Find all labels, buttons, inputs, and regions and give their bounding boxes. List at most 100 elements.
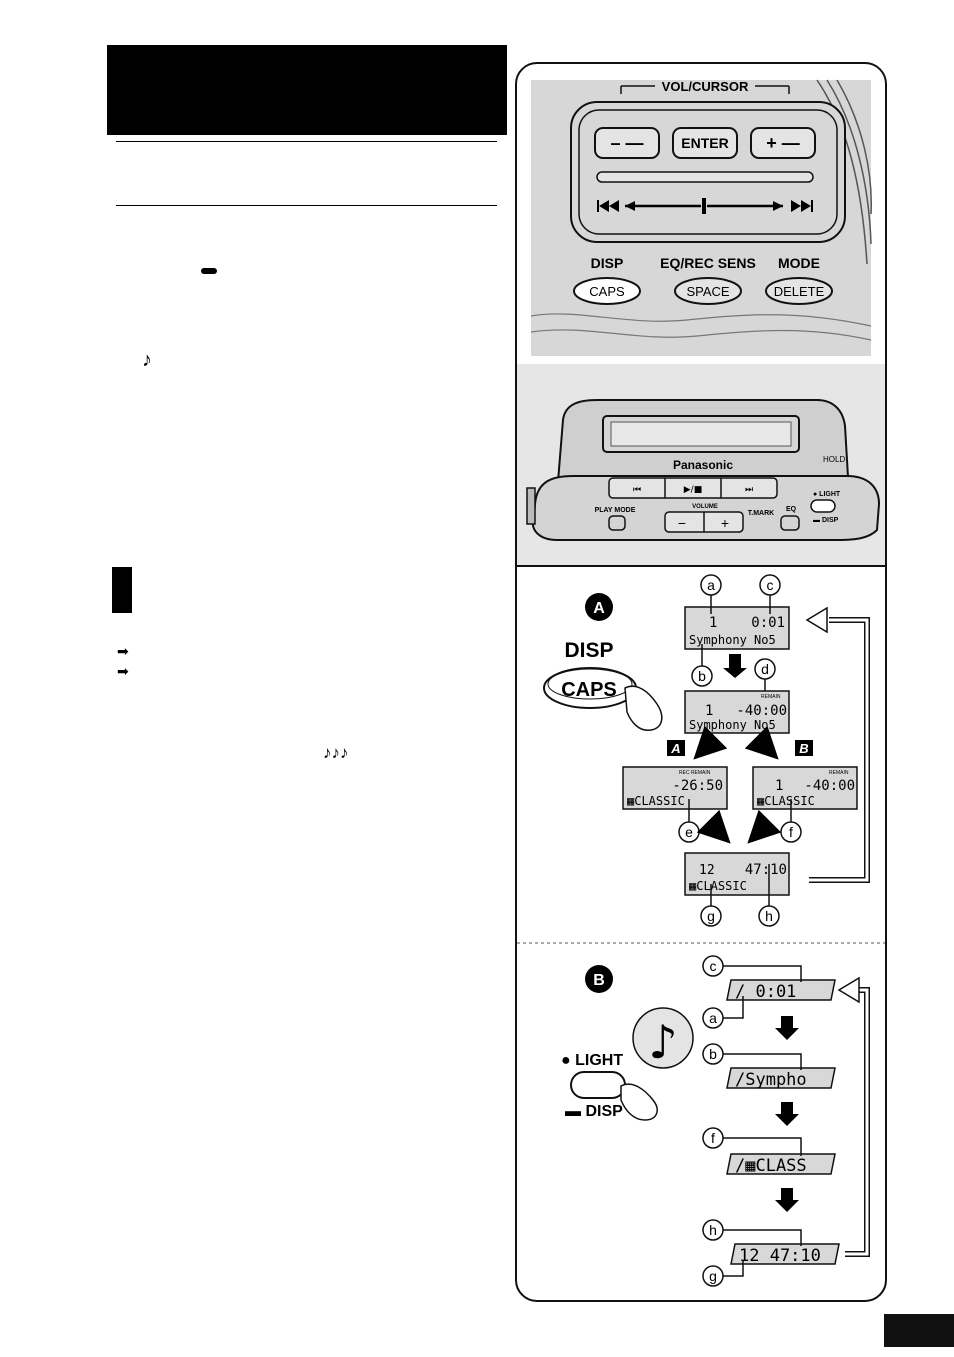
callout-e: e [685, 824, 693, 840]
callout-d: d [761, 661, 769, 677]
lcd-a2-track: 1 [705, 703, 713, 719]
space-button[interactable] [674, 277, 742, 305]
lcd-a2-remain: REMAIN [761, 694, 781, 700]
svg-text:−: − [678, 515, 686, 531]
callout-h: h [765, 908, 773, 924]
bottom-rule [116, 205, 497, 206]
caps-button[interactable] [573, 277, 641, 305]
player-illustration: Panasonic HOLD ⏮ ▶/■ ⏭ PLAY MODE VOLUME … [517, 364, 885, 566]
callout-b-b: b [709, 1046, 717, 1062]
lcd-a3-title: ▦CLASSIC [627, 794, 685, 808]
illustration-svg: VOL/CURSOR – — ENTER + — DISP EQ/REC SEN… [517, 79, 885, 1287]
lcd-a4-remain: REMAIN [829, 770, 849, 776]
dash-symbol [201, 268, 217, 274]
callout-a: a [707, 577, 715, 593]
sound-note-icon: ♪ [648, 1015, 677, 1069]
lcd-a1-title: Symphony No5 [689, 633, 776, 647]
lcd-a4-time: -40:00 [804, 778, 855, 794]
arrow-icon-2: ➡ [117, 663, 129, 679]
enter-button[interactable] [672, 127, 738, 159]
branch-b-badge: B [799, 741, 808, 756]
svg-text:+: + [721, 515, 729, 531]
mode-label: MODE [778, 255, 820, 271]
section-b-disp-label: ▬ DISP [565, 1103, 623, 1120]
t-mark-label: T.MARK [748, 510, 774, 517]
callout-b-g: g [709, 1268, 717, 1284]
pressing-finger-icon [624, 685, 663, 731]
play-mode-button[interactable] [608, 515, 626, 531]
skip-slider[interactable] [597, 198, 813, 214]
lcd-a2-title: Symphony No5 [689, 718, 776, 732]
space-button-label: SPACE [686, 284, 729, 299]
minus-button[interactable] [594, 127, 660, 159]
section-a-diagram: A DISP CAPS 1 0:01 Symphony No5 a c b d … [543, 574, 870, 927]
lcd-a3-time: -26:50 [672, 778, 723, 794]
enter-button-label: ENTER [681, 135, 728, 151]
callout-g: g [707, 908, 715, 924]
section-b-light-label: ● LIGHT [561, 1052, 623, 1069]
svg-text:▶/■: ▶/■ [684, 485, 702, 495]
callout-b: b [698, 668, 706, 684]
disp-label: ▬ DISP [813, 517, 839, 524]
delete-button[interactable] [765, 277, 833, 305]
top-rule [116, 141, 497, 142]
eq-label: EQ [786, 506, 797, 513]
lcd-b4 [730, 1243, 840, 1265]
lcd-a3-rec-remain: REC REMAIN [679, 770, 711, 776]
illustration-panel: VOL/CURSOR – — ENTER + — DISP EQ/REC SEN… [515, 62, 887, 1302]
light-label: ● LIGHT [813, 491, 841, 498]
section-b-diagram: B ● LIGHT ▬ DISP ♪ / 0:01 /Sympho /▦CLAS… [561, 955, 870, 1287]
callout-b-h: h [709, 1222, 717, 1238]
arrow-icon-1: ➡ [117, 643, 129, 659]
hold-label: HOLD [823, 455, 845, 464]
title-bar [107, 45, 507, 135]
svg-text:⏮: ⏮ [633, 485, 641, 495]
section-marker [112, 567, 132, 613]
lcd-a5 [684, 852, 790, 896]
lcd-a2-time: -40:00 [736, 703, 787, 719]
section-b-light-button[interactable] [570, 1071, 626, 1099]
lcd-b2-text: /Sympho [735, 1070, 807, 1090]
lcd-b3-text: /▦CLASS [735, 1156, 807, 1176]
lcd-a3 [622, 766, 728, 810]
minus-button-label: – — [610, 133, 643, 153]
branch-a-badge: A [670, 741, 680, 756]
caps-button-label: CAPS [589, 284, 625, 299]
remote-control-illustration: VOL/CURSOR – — ENTER + — DISP EQ/REC SEN… [530, 79, 872, 356]
page-number-tab [884, 1314, 954, 1347]
vol-cursor-label: VOL/CURSOR [662, 79, 749, 94]
lcd-a4 [752, 766, 858, 810]
lcd-a1-time: 0:01 [751, 615, 785, 631]
section-a-disp-label: DISP [564, 639, 613, 662]
section-a-caps-label: CAPS [561, 679, 617, 701]
play-mode-label: PLAY MODE [595, 507, 636, 514]
pressing-finger-icon [620, 1083, 658, 1121]
section-b-badge: B [593, 972, 605, 989]
delete-button-label: DELETE [774, 284, 825, 299]
lcd-a4-track: 1 [775, 778, 783, 794]
lcd-a1-track: 1 [709, 615, 717, 631]
transport-buttons[interactable] [608, 477, 778, 499]
light-disp-button[interactable] [810, 499, 836, 513]
lcd-a1 [684, 606, 790, 650]
callout-f: f [789, 824, 793, 840]
brand-label: Panasonic [673, 458, 733, 472]
disp-label: DISP [591, 255, 624, 271]
lcd-b4-text: 12 47:10 [739, 1246, 821, 1266]
note-icon: ♪ [142, 349, 152, 371]
lcd-a5-time: 47:10 [745, 862, 787, 878]
lcd-b1-text: / 0:01 [735, 982, 796, 1002]
eq-button[interactable] [780, 515, 800, 531]
volume-label: VOLUME [692, 504, 718, 510]
section-a-badge: A [593, 600, 605, 617]
triple-note-icon: ♪♪♪ [323, 743, 349, 762]
lcd-a4-title: ▦CLASSIC [757, 794, 815, 808]
callout-b-f: f [711, 1130, 715, 1146]
plus-button[interactable] [750, 127, 816, 159]
plus-button-label: + — [766, 133, 800, 153]
callout-c: c [767, 577, 774, 593]
lcd-a5-track: 12 [699, 863, 715, 878]
lcd-a5-title: ▦CLASSIC [689, 879, 747, 893]
callout-b-a: a [709, 1010, 717, 1026]
svg-text:⏭: ⏭ [745, 485, 753, 495]
